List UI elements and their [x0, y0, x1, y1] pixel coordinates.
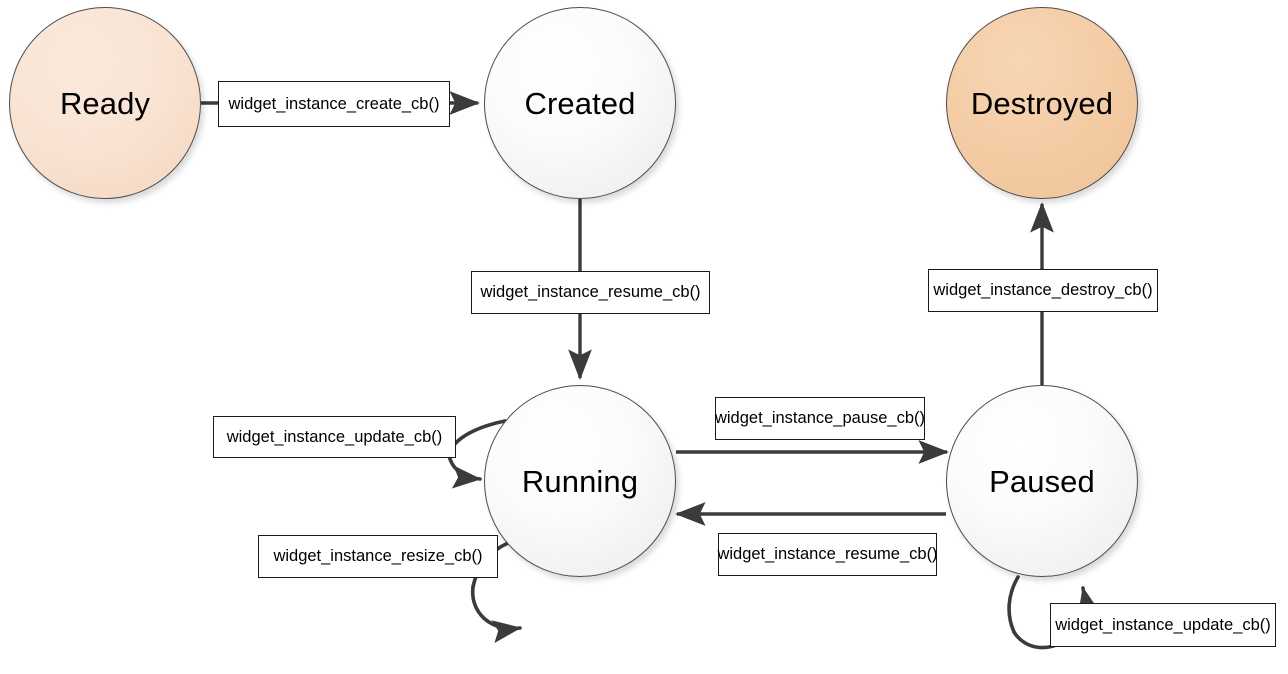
state-node-created[interactable]: Created	[484, 7, 676, 199]
edge-label-text-resize-running: widget_instance_resize_cb()	[273, 547, 483, 566]
edge-label-text-pause: widget_instance_pause_cb()	[714, 409, 926, 428]
edge-label-text-create: widget_instance_create_cb()	[228, 94, 440, 113]
edge-label-text-update-running: widget_instance_update_cb()	[226, 427, 443, 446]
edge-label-text-resume-created: widget_instance_resume_cb()	[480, 283, 701, 302]
edge-label-pause[interactable]: widget_instance_pause_cb()	[715, 397, 925, 440]
edge-label-resume-created[interactable]: widget_instance_resume_cb()	[471, 271, 710, 314]
edge-label-resize-running[interactable]: widget_instance_resize_cb()	[258, 535, 498, 578]
state-label-running: Running	[521, 463, 639, 499]
edge-label-text-destroy: widget_instance_destroy_cb()	[933, 281, 1153, 300]
edge-label-text-resume-paused: widget_instance_resume_cb()	[717, 545, 938, 564]
state-label-ready: Ready	[59, 85, 151, 121]
state-node-destroyed[interactable]: Destroyed	[946, 7, 1138, 199]
state-node-paused[interactable]: Paused	[946, 385, 1138, 577]
edge-label-update-paused[interactable]: widget_instance_update_cb()	[1050, 603, 1276, 647]
edge-label-destroy[interactable]: widget_instance_destroy_cb()	[928, 269, 1158, 312]
edge-label-text-update-paused: widget_instance_update_cb()	[1055, 615, 1271, 634]
state-label-destroyed: Destroyed	[970, 85, 1114, 121]
state-node-running[interactable]: Running	[484, 385, 676, 577]
state-label-paused: Paused	[989, 463, 1095, 499]
state-node-ready[interactable]: Ready	[9, 7, 201, 199]
edge-label-update-running[interactable]: widget_instance_update_cb()	[213, 416, 456, 458]
state-label-created: Created	[524, 85, 636, 121]
edge-label-create[interactable]: widget_instance_create_cb()	[218, 81, 450, 127]
edge-label-resume-paused[interactable]: widget_instance_resume_cb()	[717, 533, 938, 576]
